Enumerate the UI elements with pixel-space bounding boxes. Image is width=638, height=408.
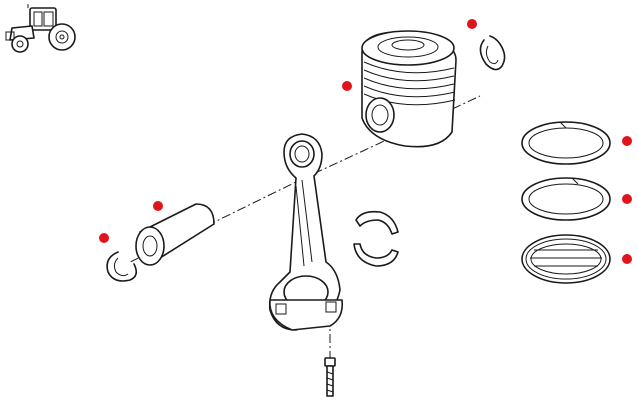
piston-pin[interactable] [135, 203, 215, 266]
marker-piston-pin-circlip-left[interactable] [99, 233, 109, 243]
piston-ring-top[interactable] [521, 121, 611, 165]
marker-piston-ring-middle[interactable] [622, 194, 632, 204]
connecting-rod-bolt[interactable] [324, 357, 336, 397]
markers-group [99, 19, 632, 264]
connecting-rod[interactable] [268, 133, 344, 331]
marker-piston-ring-oil[interactable] [622, 254, 632, 264]
connecting-rod-bearing-shells[interactable] [353, 210, 399, 267]
piston[interactable] [361, 30, 457, 148]
marker-piston-pin-circlip-right[interactable] [467, 19, 477, 29]
marker-piston[interactable] [342, 81, 352, 91]
marker-piston-ring-top[interactable] [622, 136, 632, 146]
marker-piston-pin[interactable] [153, 201, 163, 211]
tractor-icon [5, 4, 76, 53]
piston-pin-circlip-right[interactable] [479, 35, 506, 71]
piston-ring-oil[interactable] [521, 234, 611, 284]
piston-ring-middle[interactable] [521, 177, 611, 221]
piston-pin-circlip-left[interactable] [106, 251, 138, 282]
